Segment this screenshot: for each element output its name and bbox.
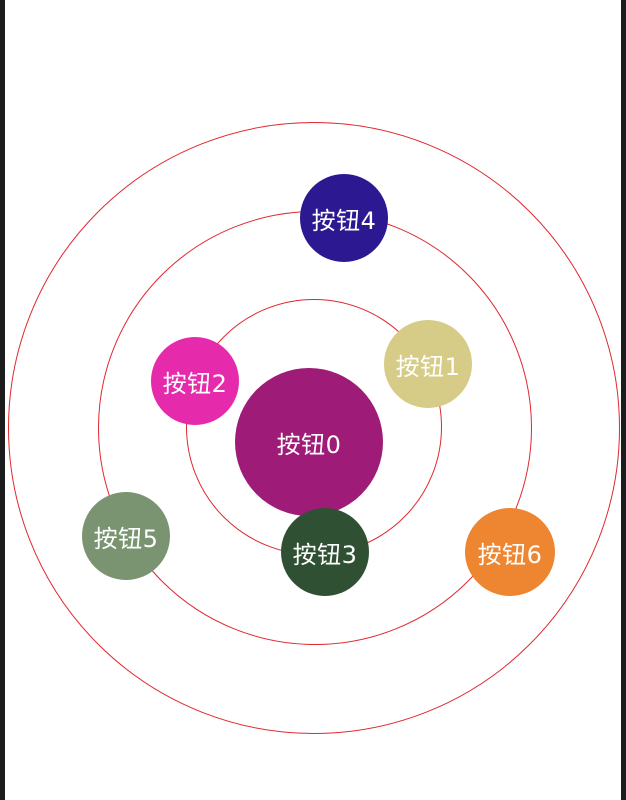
button-0[interactable]: 按钮0 (235, 368, 383, 516)
button-3-label: 按钮3 (292, 540, 358, 569)
button-2[interactable]: 按钮2 (151, 337, 239, 425)
button-1-label: 按钮1 (395, 352, 461, 381)
button-0-label: 按钮0 (276, 430, 342, 459)
button-1[interactable]: 按钮1 (384, 320, 472, 408)
button-6[interactable]: 按钮6 (465, 508, 555, 596)
button-2-label: 按钮2 (162, 369, 228, 398)
app-screen: 按钮0 按钮1 按钮2 按钮3 按钮4 按钮5 按钮6 (5, 0, 621, 800)
button-5[interactable]: 按钮5 (82, 492, 170, 580)
button-3[interactable]: 按钮3 (281, 508, 369, 596)
button-4-label: 按钮4 (311, 206, 377, 235)
button-6-label: 按钮6 (477, 540, 543, 569)
button-4[interactable]: 按钮4 (300, 174, 388, 262)
orbit-ring-outer (8, 122, 620, 734)
button-5-label: 按钮5 (93, 524, 159, 553)
